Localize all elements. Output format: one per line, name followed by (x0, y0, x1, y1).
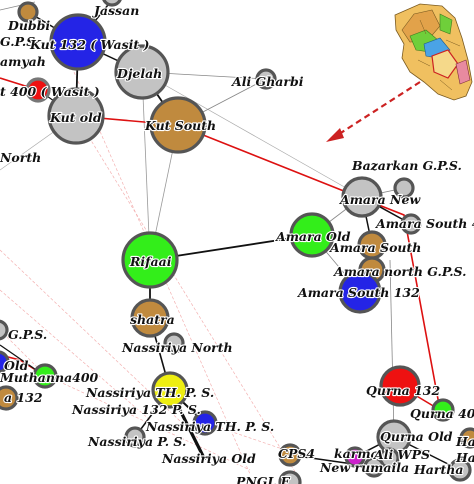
label-nassiriya-old: Nassiriya Old (161, 451, 256, 466)
label-rifaai: Rifaai (129, 254, 172, 269)
label-nassiriya-ps: Nassiriya P. S. (87, 434, 186, 449)
label-amaranew: Amara New (339, 192, 421, 207)
node-brown-right[interactable] (459, 427, 474, 449)
node-amarasouth132[interactable] (338, 270, 382, 314)
label-cps-bottom: PNGL F (235, 474, 291, 484)
label-kut400: t 400 ( Wasit ) (0, 84, 100, 99)
label-jassan: Jassan (92, 3, 139, 18)
link-faint-3 (0, 249, 201, 441)
label-nassiriya-th2: Nassiriya TH. P. S. (145, 419, 274, 434)
label-nassiriya132: Nassiriya 132 P. S. (71, 402, 201, 417)
label-amarasouth400: Amara South 400 (375, 216, 474, 231)
label-hamyah: amyah (0, 54, 46, 69)
node-kut132[interactable] (49, 13, 107, 71)
label-gps-left: G.P.S. (8, 327, 47, 342)
label-amarasouth132: Amara South 132 (297, 285, 420, 300)
node-nassiriya132[interactable] (192, 410, 218, 436)
node-nassiriya-ps[interactable] (124, 426, 146, 448)
link-red-kut-amara (75, 115, 441, 411)
label-amarasouth: Amara South (329, 240, 421, 255)
node-hartha[interactable] (448, 458, 472, 482)
node-cps4[interactable] (278, 443, 302, 467)
label-amaraold: Amara Old (275, 229, 351, 244)
node-dubbi[interactable] (17, 1, 39, 23)
pointer-arrow (326, 81, 421, 142)
label-gps-top: G.P.S. (0, 34, 39, 49)
node-djelah[interactable] (114, 44, 170, 100)
node-jassan[interactable] (102, 0, 122, 7)
label-nassiriya-th: Nassiriya TH. P. S. (85, 385, 214, 400)
link-faint-6 (44, 374, 251, 471)
node-aliwps[interactable] (378, 447, 400, 469)
label-muthanna400: Muthanna400 (0, 370, 99, 385)
inset-map-green-2 (439, 13, 453, 35)
label-shatra: shatra (130, 312, 175, 327)
node-amaranew[interactable] (341, 176, 383, 218)
node-newrumaila[interactable] (363, 456, 385, 478)
label-hartha: Hartha (413, 462, 463, 477)
node-muthanna400[interactable] (32, 363, 58, 389)
label-dubbi: Dubbi (7, 18, 50, 33)
label-djelah: Djelah (116, 66, 162, 81)
link-amarasouth132-qurnaold (389, 259, 395, 438)
label-cps4: CPS4 (278, 446, 315, 461)
link-faint-4 (0, 289, 151, 421)
label-bazarkan: Bazarkan G.P.S. (351, 158, 462, 173)
link-djelah-rifaai (141, 71, 151, 261)
label-kutold: Kut old (49, 110, 102, 125)
label-aligharbi: Ali Gharbi (231, 74, 304, 89)
node-nassiriya-th[interactable] (151, 371, 189, 409)
node-shatra[interactable] (130, 298, 170, 338)
inset-map-highlight (431, 49, 459, 79)
node-rifaai[interactable] (121, 231, 179, 289)
node-brown-left[interactable] (0, 385, 19, 411)
label-aliwps: Ali WPS (373, 447, 430, 462)
node-blue-left[interactable] (0, 350, 10, 374)
link-faint-2 (75, 115, 301, 481)
label-kutsouth: Kut South (144, 118, 216, 133)
label-qurnaold: Qurna Old (380, 429, 453, 444)
label-kut132: Kut 132 ( Wasit ) (29, 37, 149, 52)
label-ha1: Ha (455, 434, 474, 449)
link-faint-5 (0, 329, 46, 376)
node-qurna400[interactable] (431, 398, 455, 422)
node-qurna132[interactable] (379, 365, 421, 407)
link-djelah-amaranew (141, 71, 363, 198)
node-cps-bottom[interactable] (278, 470, 302, 484)
label-newrumaila: New rumaila (319, 460, 409, 475)
node-karma[interactable] (344, 446, 366, 468)
label-qurna400: Qurna 400 (410, 406, 474, 421)
node-bazarkan[interactable] (393, 177, 415, 199)
label-karma: karma (334, 446, 379, 461)
inset-map-borders (417, 19, 461, 91)
label-qurna132: Qurna 132 (366, 383, 440, 398)
node-nassiriya-north[interactable] (163, 332, 185, 354)
label-old-left: Old (4, 358, 29, 373)
label-nassiriya-north: Nassiriya North (121, 340, 233, 355)
node-gps-left[interactable] (0, 319, 9, 341)
node-kutold[interactable] (47, 87, 105, 145)
pointer-arrow-line (335, 81, 421, 137)
label-ha2: Ha (455, 450, 474, 465)
node-amaraold[interactable] (289, 212, 335, 258)
label-n132-left: a 132 (4, 390, 43, 405)
inset-map-pink (455, 59, 471, 85)
label-north: North (0, 150, 41, 165)
node-aligharbi[interactable] (255, 68, 277, 90)
pointer-arrow-head (326, 128, 344, 142)
node-kutsouth[interactable] (149, 96, 207, 154)
node-amarasouth400[interactable] (400, 213, 422, 235)
inset-map (394, 3, 473, 101)
label-amaranorth: Amara north G.P.S. (333, 264, 466, 279)
node-kut400[interactable] (25, 77, 51, 103)
